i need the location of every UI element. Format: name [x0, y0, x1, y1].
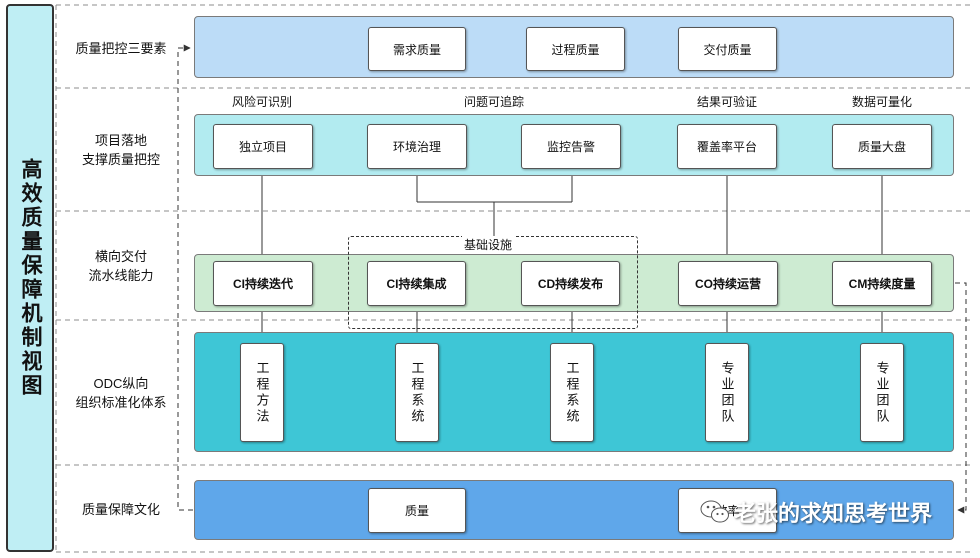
project-environment: 环境治理 [367, 124, 467, 169]
row-label-projects: 项目落地 支撑质量把控 [81, 133, 160, 167]
project-quality-dashboard: 质量大盘 [832, 124, 932, 169]
row-label-elements: 质量把控三要素 [75, 40, 167, 56]
project-independent: 独立项目 [213, 124, 313, 169]
org-professional-team-2: 专业团队 [860, 343, 904, 442]
org-professional-team-1: 专业团队 [705, 343, 749, 442]
element-process-quality: 过程质量 [526, 27, 625, 71]
org-engineering-system-1: 工程系统 [395, 343, 439, 442]
culture-quality: 质量 [368, 488, 466, 533]
row-label-culture: 质量保障文化 [81, 501, 160, 517]
band-culture [194, 480, 954, 540]
watermark: 老张的求知思考世界 [700, 496, 932, 528]
caption-trace: 问题可追踪 [463, 95, 524, 109]
pipeline-co-operation: CO持续运营 [678, 261, 778, 306]
diagram-title: 高效质量保障机制视图 [19, 158, 42, 398]
element-requirement-quality: 需求质量 [368, 27, 466, 71]
pipeline-cd-release: CD持续发布 [521, 261, 620, 306]
element-delivery-quality: 交付质量 [678, 27, 777, 71]
org-engineering-method: 工程方法 [240, 343, 284, 442]
wechat-icon [700, 500, 729, 523]
org-engineering-system-2: 工程系统 [550, 343, 594, 442]
pipeline-ci-integration: CI持续集成 [367, 261, 466, 306]
row-label-org: ODC纵向 组织标准化体系 [75, 376, 167, 410]
project-monitoring: 监控告警 [521, 124, 621, 169]
pipeline-cm-measurement: CM持续度量 [832, 261, 932, 306]
project-coverage-platform: 覆盖率平台 [677, 124, 777, 169]
diagram-title-panel: 高效质量保障机制视图 [6, 4, 54, 552]
pipeline-ci-iteration: CI持续迭代 [213, 261, 313, 306]
caption-risk: 风险可识别 [231, 95, 292, 109]
caption-quantify: 数据可量化 [851, 95, 912, 109]
infrastructure-label: 基础设施 [462, 236, 515, 253]
watermark-text: 老张的求知思考世界 [734, 501, 933, 526]
caption-verify: 结果可验证 [696, 95, 757, 109]
row-label-pipeline: 横向交付 流水线能力 [88, 249, 154, 283]
